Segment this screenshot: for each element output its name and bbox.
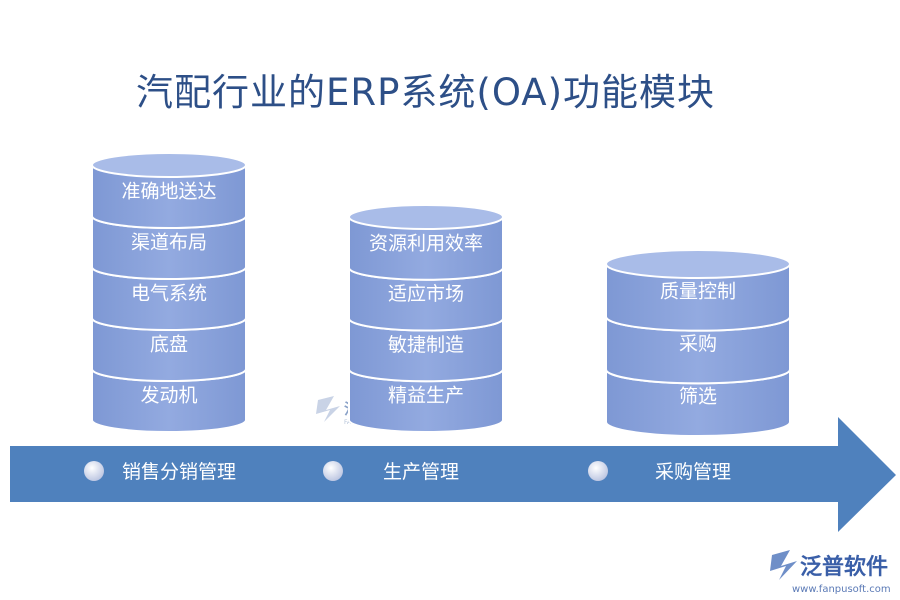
- brand-logo-url: www.fanpusoft.com: [792, 584, 891, 595]
- timeline-arrow: 销售分销管理 生产管理 采购管理: [10, 417, 896, 532]
- cylinder-segment-label: 采购: [679, 333, 717, 355]
- cylinder-segment-body: [348, 368, 504, 433]
- cylinder-segment-label: 敏捷制造: [388, 334, 464, 356]
- cylinder-segment-body: [91, 164, 247, 229]
- cylinder-segment-body: [91, 317, 247, 382]
- cylinder-stack-production: 精益生产 敏捷制造 适应市场 资源利用效率: [348, 204, 504, 433]
- cylinder-segment-label: 精益生产: [388, 385, 464, 407]
- brand-logo-text: 泛普软件: [800, 554, 888, 580]
- watermark-logo-icon: [316, 396, 340, 422]
- cylinder-segment-body: [605, 263, 791, 332]
- cylinder-segment-label: 准确地送达: [121, 181, 216, 203]
- cylinder-segment-body: [605, 368, 791, 437]
- cylinder-segment-body: [348, 216, 504, 281]
- arrow-shape: [10, 417, 896, 532]
- brand-logo-icon: [770, 550, 797, 580]
- cylinder-segment-top: [91, 152, 247, 178]
- cylinder-segment-label: 底盘: [150, 334, 188, 356]
- cylinder-segment-label: 渠道布局: [131, 232, 207, 254]
- cylinder-segment-label: 适应市场: [388, 283, 464, 305]
- cylinder-segment: 准确地送达: [91, 152, 247, 229]
- cylinder-segment-body: [91, 368, 247, 433]
- cylinder-segment-label: 发动机: [140, 385, 197, 407]
- cylinder-segment-top: [348, 204, 504, 230]
- cylinder-segment-body: [348, 266, 504, 332]
- cylinder-segment-label: 资源利用效率: [369, 232, 483, 254]
- cylinder-segment-label: 筛选: [679, 386, 717, 408]
- cylinder-segment-top: [605, 249, 791, 279]
- cylinder-segment: 质量控制: [605, 249, 791, 332]
- bullet-dot-3: [588, 461, 608, 481]
- cylinder-segment-label: 电气系统: [131, 283, 207, 305]
- cylinder-segment-body: [605, 315, 791, 385]
- arrow-label-sales: 销售分销管理: [122, 461, 236, 483]
- cylinder-segment: 资源利用效率: [348, 204, 504, 281]
- arrow-label-purchasing: 采购管理: [655, 461, 731, 483]
- cylinder-stack-sales: 发动机 底盘 电气系统 渠道布局 准确地送达: [91, 152, 247, 433]
- cylinder-segment-body: [348, 317, 504, 383]
- arrow-label-production: 生产管理: [383, 461, 459, 483]
- cylinder-segment-label: 质量控制: [660, 280, 736, 302]
- cylinder-segment-body: [91, 215, 247, 280]
- brand-logo: 泛普软件 www.fanpusoft.com: [770, 550, 891, 595]
- bullet-dot-1: [84, 461, 104, 481]
- cylinder-segment-body: [91, 266, 247, 331]
- bullet-dot-2: [323, 461, 343, 481]
- page-title: 汽配行业的ERP系统(OA)功能模块: [136, 71, 716, 114]
